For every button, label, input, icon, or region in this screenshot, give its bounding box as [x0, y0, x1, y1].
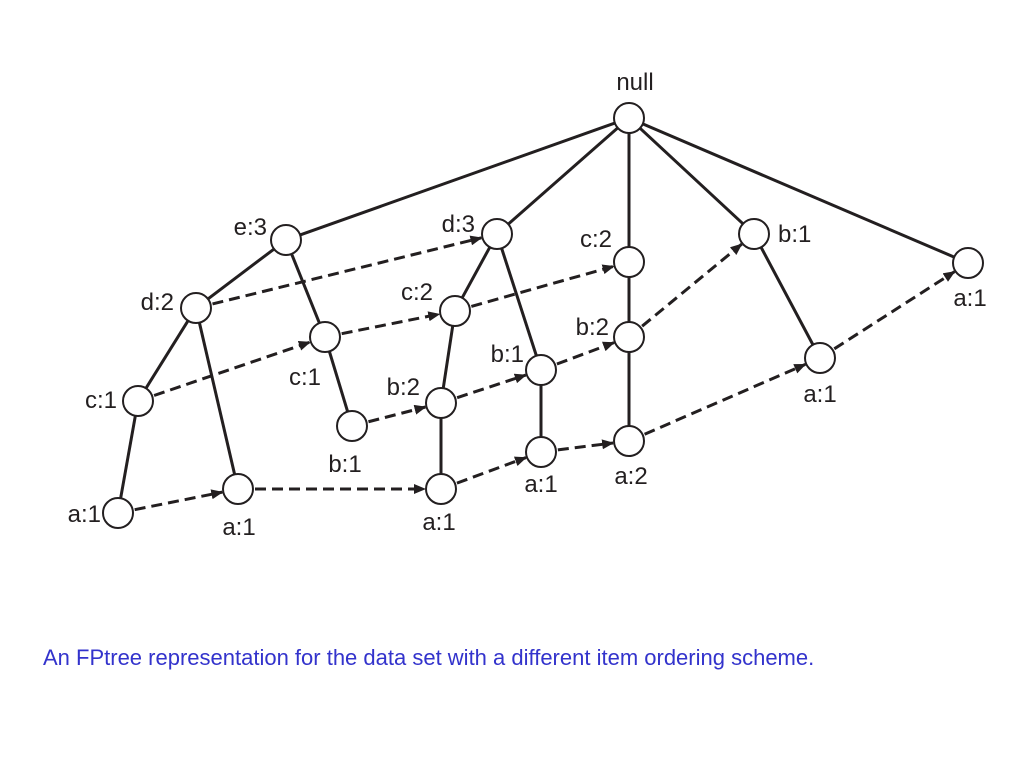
tree-node-a1_under_b1_top	[804, 342, 836, 374]
node-label-d2: d:2	[141, 289, 174, 316]
node-label-e3: e:3	[234, 214, 267, 241]
tree-edge-root-d3	[507, 126, 619, 226]
node-links	[134, 235, 956, 512]
tree-node-c1_left	[122, 385, 154, 417]
node-link-arrow-c2_under_d3-c2_top	[470, 264, 615, 308]
node-link-arrow-c1_left-c1_under_e3	[153, 340, 311, 397]
node-link-arrow-a1_under_b1_top-a1_top_right	[833, 270, 956, 351]
node-link-arrow-b2_under_c2_top-b1_top	[641, 243, 743, 328]
tree-nodes	[102, 102, 984, 529]
node-label-c1_left: c:1	[85, 387, 117, 414]
node-link-arrow-c1_under_e3-c2_under_d3	[341, 311, 441, 336]
node-label-b2_under_c2_top: b:2	[576, 314, 609, 341]
tree-edge-d3-b1_under_d3	[500, 247, 538, 357]
tree-node-d3	[481, 218, 513, 250]
tree-node-b1_under_d3	[525, 354, 557, 386]
tree-node-e3	[270, 224, 302, 256]
fp-tree-diagram: null e:3 d:2 c:1 a:1 a:1 c:1 b:1 d:3 c:2 b:2 a:1 b:1…	[68, 69, 987, 541]
node-label-a1_under_b1: a:1	[524, 471, 557, 498]
tree-edge-d2-c1_left	[144, 319, 190, 390]
tree-edge-c2_under_d3-b2_under_c2	[441, 325, 455, 389]
node-label-a1_top_right: a:1	[953, 285, 986, 312]
tree-node-root	[613, 102, 645, 134]
node-label-a1_leftmost: a:1	[68, 501, 101, 528]
tree-node-b1_under_c1	[336, 410, 368, 442]
node-label-root: null	[616, 69, 653, 96]
tree-node-a1_leftmost	[102, 497, 134, 529]
tree-node-b1_top	[738, 218, 770, 250]
tree-node-a1_under_d2	[222, 473, 254, 505]
tree-node-d2	[180, 292, 212, 324]
tree-node-a1_under_b2	[425, 473, 457, 505]
tree-edge-c1_left-a1_leftmost	[119, 415, 137, 499]
node-label-b1_top: b:1	[778, 221, 811, 248]
node-labels: null e:3 d:2 c:1 a:1 a:1 c:1 b:1 d:3 c:2 b:2 a:1 b:1…	[68, 69, 987, 541]
tree-node-b2_under_c2_top	[613, 321, 645, 353]
node-link-arrow-a1_under_b1-a2	[557, 439, 615, 452]
node-label-b2_under_c2: b:2	[387, 374, 420, 401]
node-label-a1_under_d2: a:1	[222, 514, 255, 541]
tree-node-c1_under_e3	[309, 321, 341, 353]
node-label-a2: a:2	[614, 463, 647, 490]
tree-edge-d3-c2_under_d3	[460, 246, 492, 299]
node-label-b1_under_c1: b:1	[328, 451, 361, 478]
node-link-arrow-b1_under_d3-b2_under_c2_top	[556, 341, 615, 366]
tree-edge-root-b1_top	[638, 127, 745, 225]
node-link-arrow-b2_under_c2-b1_under_d3	[456, 373, 527, 400]
node-link-arrow-a1_leftmost-a1_under_d2	[134, 489, 224, 512]
tree-edge-c1_under_e3-b1_under_c1	[327, 350, 350, 413]
tree-edge-b1_top-a1_under_b1_top	[759, 246, 815, 346]
node-label-c2_under_d3: c:2	[401, 279, 433, 306]
tree-edge-root-a1_top_right	[642, 122, 955, 259]
node-link-arrow-a2-a1_under_b1_top	[643, 363, 807, 436]
tree-edges	[119, 121, 955, 499]
tree-node-b2_under_c2	[425, 387, 457, 419]
tree-node-c2_under_d3	[439, 295, 471, 327]
node-label-c1_under_e3: c:1	[289, 364, 321, 391]
tree-node-c2_top	[613, 246, 645, 278]
node-label-a1_under_b2: a:1	[422, 509, 455, 536]
figure-caption: An FPtree representation for the data se…	[43, 645, 815, 670]
node-label-d3: d:3	[442, 211, 475, 238]
tree-edge-e3-c1_under_e3	[290, 253, 321, 324]
node-label-b1_under_d3: b:1	[491, 341, 524, 368]
node-link-arrow-a1_under_b2-a1_under_b1	[456, 456, 527, 485]
tree-edge-d2-a1_under_d2	[197, 322, 237, 475]
node-label-c2_top: c:2	[580, 226, 612, 253]
node-link-arrow-b1_under_c1-b2_under_c2	[368, 404, 427, 424]
node-label-a1_under_b1_top: a:1	[803, 381, 836, 408]
tree-node-a1_under_b1	[525, 436, 557, 468]
tree-edge-e3-d2	[207, 247, 275, 301]
tree-node-a1_top_right	[952, 247, 984, 279]
tree-node-a2	[613, 425, 645, 457]
node-link-arrow-d2-d3	[212, 235, 483, 306]
tree-edge-root-e3	[299, 121, 616, 237]
